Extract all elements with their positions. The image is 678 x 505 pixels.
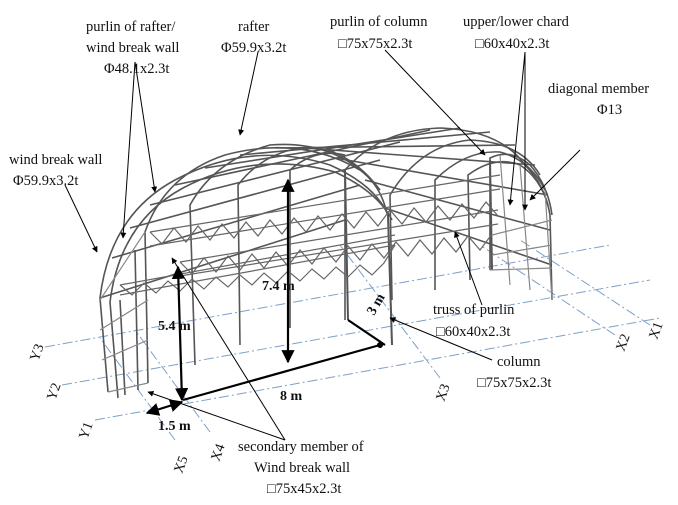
purlin-column-label-1: purlin of column	[330, 14, 428, 30]
truss-label-1: truss of purlin	[433, 302, 515, 318]
purlin-rafter-label-2: wind break wall	[86, 40, 179, 56]
axis-y2: Y2	[45, 381, 65, 402]
column-label-1: column	[497, 354, 541, 370]
span-end-node	[377, 342, 383, 348]
grid-axis-labels: Y3 Y2 Y1 X5 X4 X3 X2 X1	[28, 320, 667, 475]
rafter-label-2: Φ59.9x3.2t	[221, 40, 286, 56]
axis-x4: X4	[209, 442, 229, 463]
rafter-arch-1b	[109, 163, 393, 399]
purlin-column-label-2: □75x75x2.3t	[338, 36, 412, 52]
offset-label: 1.5 m	[158, 419, 191, 434]
leader-arrows	[64, 49, 581, 441]
secondary-label-3: □75x45x2.3t	[267, 481, 341, 497]
member-labels: purlin of rafter/ wind break wall Φ48.1x…	[9, 14, 649, 497]
purlin-rafter-label-1: purlin of rafter/	[86, 19, 176, 35]
wind-break-wall-members	[99, 154, 553, 393]
axis-x1: X1	[647, 320, 667, 341]
span-label: 8 m	[280, 389, 303, 404]
rafter-arch-1	[99, 154, 393, 393]
windbreak-label-1: wind break wall	[9, 152, 102, 168]
axis-x2: X2	[614, 332, 634, 353]
chard-label-1: upper/lower chard	[463, 14, 570, 30]
rafter-arch-8	[434, 151, 546, 290]
rafter-arch-5	[289, 152, 346, 328]
height-total-label: 7.4 m	[262, 279, 295, 294]
chard-label-2: □60x40x2.3t	[475, 36, 549, 52]
bay-label: 3 m	[364, 291, 388, 318]
diagonal-label-1: diagonal member	[548, 81, 649, 97]
axis-y3: Y3	[28, 342, 48, 363]
rafter-arch-9	[467, 160, 549, 281]
offset-dim	[145, 399, 184, 416]
dimension-lines	[145, 178, 386, 416]
rafter-arch-7	[389, 139, 541, 301]
truss-of-purlin	[119, 174, 501, 296]
column-label-2: □75x75x2.3t	[477, 375, 551, 391]
axis-y1: Y1	[77, 420, 97, 441]
rafter-arch-3	[189, 143, 371, 366]
frame-structure	[99, 127, 553, 399]
span-dim	[182, 343, 381, 402]
axis-x3: X3	[434, 382, 454, 403]
secondary-label-1: secondary member of	[238, 439, 364, 455]
windbreak-label-2: Φ59.9x3.2t	[13, 173, 78, 189]
bay-dim	[347, 319, 386, 346]
secondary-label-2: Wind break wall	[254, 460, 350, 476]
axis-x5: X5	[172, 454, 192, 475]
purlin-rafter-label-3: Φ48.1x2.3t	[104, 61, 169, 77]
height-wall-label: 5.4 m	[158, 319, 191, 334]
rafter-label-1: rafter	[238, 19, 270, 35]
height-wall-dim	[171, 265, 189, 402]
truss-label-2: □60x40x2.3t	[436, 324, 510, 340]
diagonal-label-2: Φ13	[597, 102, 622, 118]
